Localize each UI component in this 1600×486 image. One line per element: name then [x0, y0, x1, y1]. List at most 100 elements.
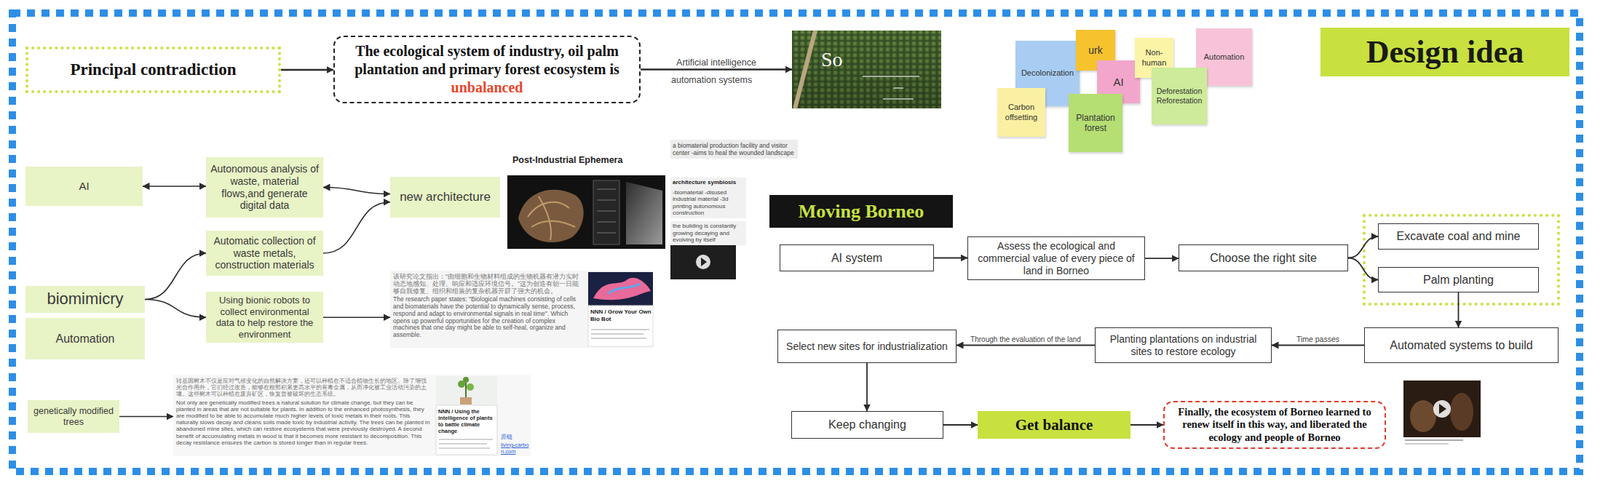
- node-box: Finally, the ecosystem of Borneo learned…: [1163, 401, 1386, 450]
- node-box: Autonomous analysis of waste, material f…: [206, 157, 324, 218]
- node-text: Autonomous analysis of waste, material f…: [210, 163, 319, 212]
- article-card: [390, 270, 653, 348]
- node-box: Planting plantations on industrial sites…: [1094, 327, 1272, 364]
- video-thumbnail: [670, 244, 736, 280]
- node-text: The ecological system of industry, oil p…: [345, 42, 629, 79]
- note-label: Post-Industrial Ephemera: [512, 155, 673, 166]
- connector-arrow: [323, 316, 391, 319]
- node-text: Decolonization: [1021, 68, 1074, 78]
- node-text: Palm planting: [1423, 272, 1494, 287]
- node-box: Deforestation Reforestation: [1151, 67, 1207, 125]
- note-label: -biomaterial -disused industrial materia…: [670, 187, 747, 219]
- node-text: Plantation forest: [1070, 112, 1121, 134]
- edge-label: Time passes: [1294, 334, 1341, 344]
- node-box: Moving Borneo: [769, 195, 953, 228]
- node-text: Keep changing: [828, 417, 907, 432]
- node-box: Choose the right site: [1178, 244, 1349, 272]
- video-thumbnail: [1403, 380, 1481, 445]
- connector-arrow: [144, 299, 207, 319]
- diagram-title: Design idea: [1320, 27, 1570, 77]
- node-text: genetically modified trees: [32, 406, 116, 429]
- node-box: Palm planting: [1377, 267, 1539, 293]
- note-label: a biomaterial production facility and vi…: [670, 139, 798, 159]
- node-box: Plantation forest: [1068, 93, 1123, 153]
- node-box: Excavate coal and mine: [1377, 223, 1539, 250]
- node-text: Assess the ecological and commercial val…: [973, 240, 1139, 277]
- node-box: Principal contradiction: [25, 46, 281, 94]
- node-text: Automation: [1204, 52, 1245, 62]
- node-box: AI: [25, 166, 143, 207]
- node-text: Moving Borneo: [798, 200, 925, 223]
- architecture-render: [507, 175, 666, 249]
- node-text: urk: [1088, 44, 1103, 57]
- article-card: [173, 374, 531, 457]
- note-label: living-carbon.com: [500, 441, 530, 455]
- connector-arrow: [119, 416, 174, 418]
- node-box: Select new sites for industrialization: [777, 329, 957, 364]
- node-text: Principal contradiction: [69, 60, 236, 80]
- node-box: Automation: [25, 318, 145, 360]
- node-box: Automatic collection of waste metals, co…: [206, 230, 324, 276]
- note-label: NNN / Grow Your Own Bio Bot: [590, 308, 652, 323]
- connector-arrow: [142, 185, 207, 188]
- node-text: Carbon offsetting: [999, 102, 1044, 122]
- node-text: Using bionic robots to collect environme…: [210, 294, 319, 340]
- node-box: AI system: [779, 244, 934, 272]
- node-text: AI: [1113, 75, 1124, 89]
- node-box: Get balance: [977, 411, 1131, 439]
- node-box: Using bionic robots to collect environme…: [206, 291, 324, 343]
- connector-arrow: [144, 253, 207, 300]
- edge-label: Through the evaluation of the land: [968, 335, 1083, 344]
- node-text: 该研究论文指出：“由细胞和生物材料组成的生物机器有潜力实时动态地感知、处理、响应…: [393, 273, 583, 295]
- connector-arrow: [280, 69, 334, 71]
- page-border: [12, 13, 1580, 472]
- node-text: biomimicry: [46, 289, 124, 309]
- node-box: genetically modified trees: [27, 400, 120, 434]
- note-label: NNN / Using the intelligence of plants t…: [438, 408, 495, 435]
- node-text: unbalanced: [451, 78, 524, 97]
- node-text: Automated systems to build: [1389, 338, 1534, 353]
- node-text: Non-human: [1137, 48, 1172, 67]
- dotted-group: [1364, 215, 1559, 305]
- node-text: The research paper states: "Biological m…: [393, 296, 583, 340]
- node-text: Finally, the ecosystem of Borneo learned…: [1171, 406, 1378, 445]
- connector-arrow: [956, 345, 1095, 347]
- connector-arrow: [1145, 257, 1179, 260]
- node-text: Automatic collection of waste metals, co…: [210, 235, 319, 272]
- node-text: new architecture: [399, 189, 491, 205]
- node-box: Carbon offsetting: [997, 88, 1046, 137]
- node-text: Excavate coal and mine: [1396, 229, 1521, 244]
- node-box: Keep changing: [791, 411, 944, 439]
- node-box: The ecological system of industry, oil p…: [333, 35, 641, 104]
- note-label: the building is constantly growing decay…: [670, 221, 747, 246]
- plantation-photo: [791, 30, 942, 109]
- connector-arrow: [933, 257, 968, 260]
- connector-arrow: [943, 424, 978, 426]
- note-label: automation systems: [671, 74, 752, 86]
- connector-arrow: [1348, 258, 1378, 281]
- node-box: biomimicry: [25, 286, 145, 314]
- node-text: Planting plantations on industrial sites…: [1101, 333, 1266, 359]
- node-text: Not only are genetically modified trees …: [176, 399, 431, 447]
- node-text: Choose the right site: [1209, 251, 1317, 265]
- node-text: AI system: [831, 251, 883, 265]
- note-label: 原链: [500, 433, 530, 442]
- node-text: 转基因树木不仅是应对气候变化的自然解决方案，还可以种植在不适合植物生长的地区。除…: [176, 377, 431, 399]
- node-text: Deforestation Reforestation: [1153, 86, 1205, 105]
- connector-arrow: [1458, 292, 1460, 328]
- node-text: Automation: [56, 331, 116, 346]
- node-box: Automated systems to build: [1364, 327, 1559, 364]
- node-text: Get balance: [1015, 416, 1094, 435]
- node-text: Select new sites for industrialization: [786, 340, 948, 354]
- edge-label: Artificial intelligence: [674, 57, 758, 68]
- connector-arrow: [1348, 236, 1378, 259]
- node-box: new architecture: [390, 176, 501, 218]
- node-text: AI: [78, 179, 89, 193]
- connector-arrow: [640, 68, 792, 70]
- connector-arrow: [1130, 424, 1164, 426]
- node-text: So: [821, 48, 843, 72]
- connector-arrow: [323, 187, 391, 195]
- node-box: Assess the ecological and commercial val…: [967, 236, 1146, 281]
- note-label: architecture symbiosis: [670, 177, 747, 188]
- connector-arrow: [323, 202, 391, 254]
